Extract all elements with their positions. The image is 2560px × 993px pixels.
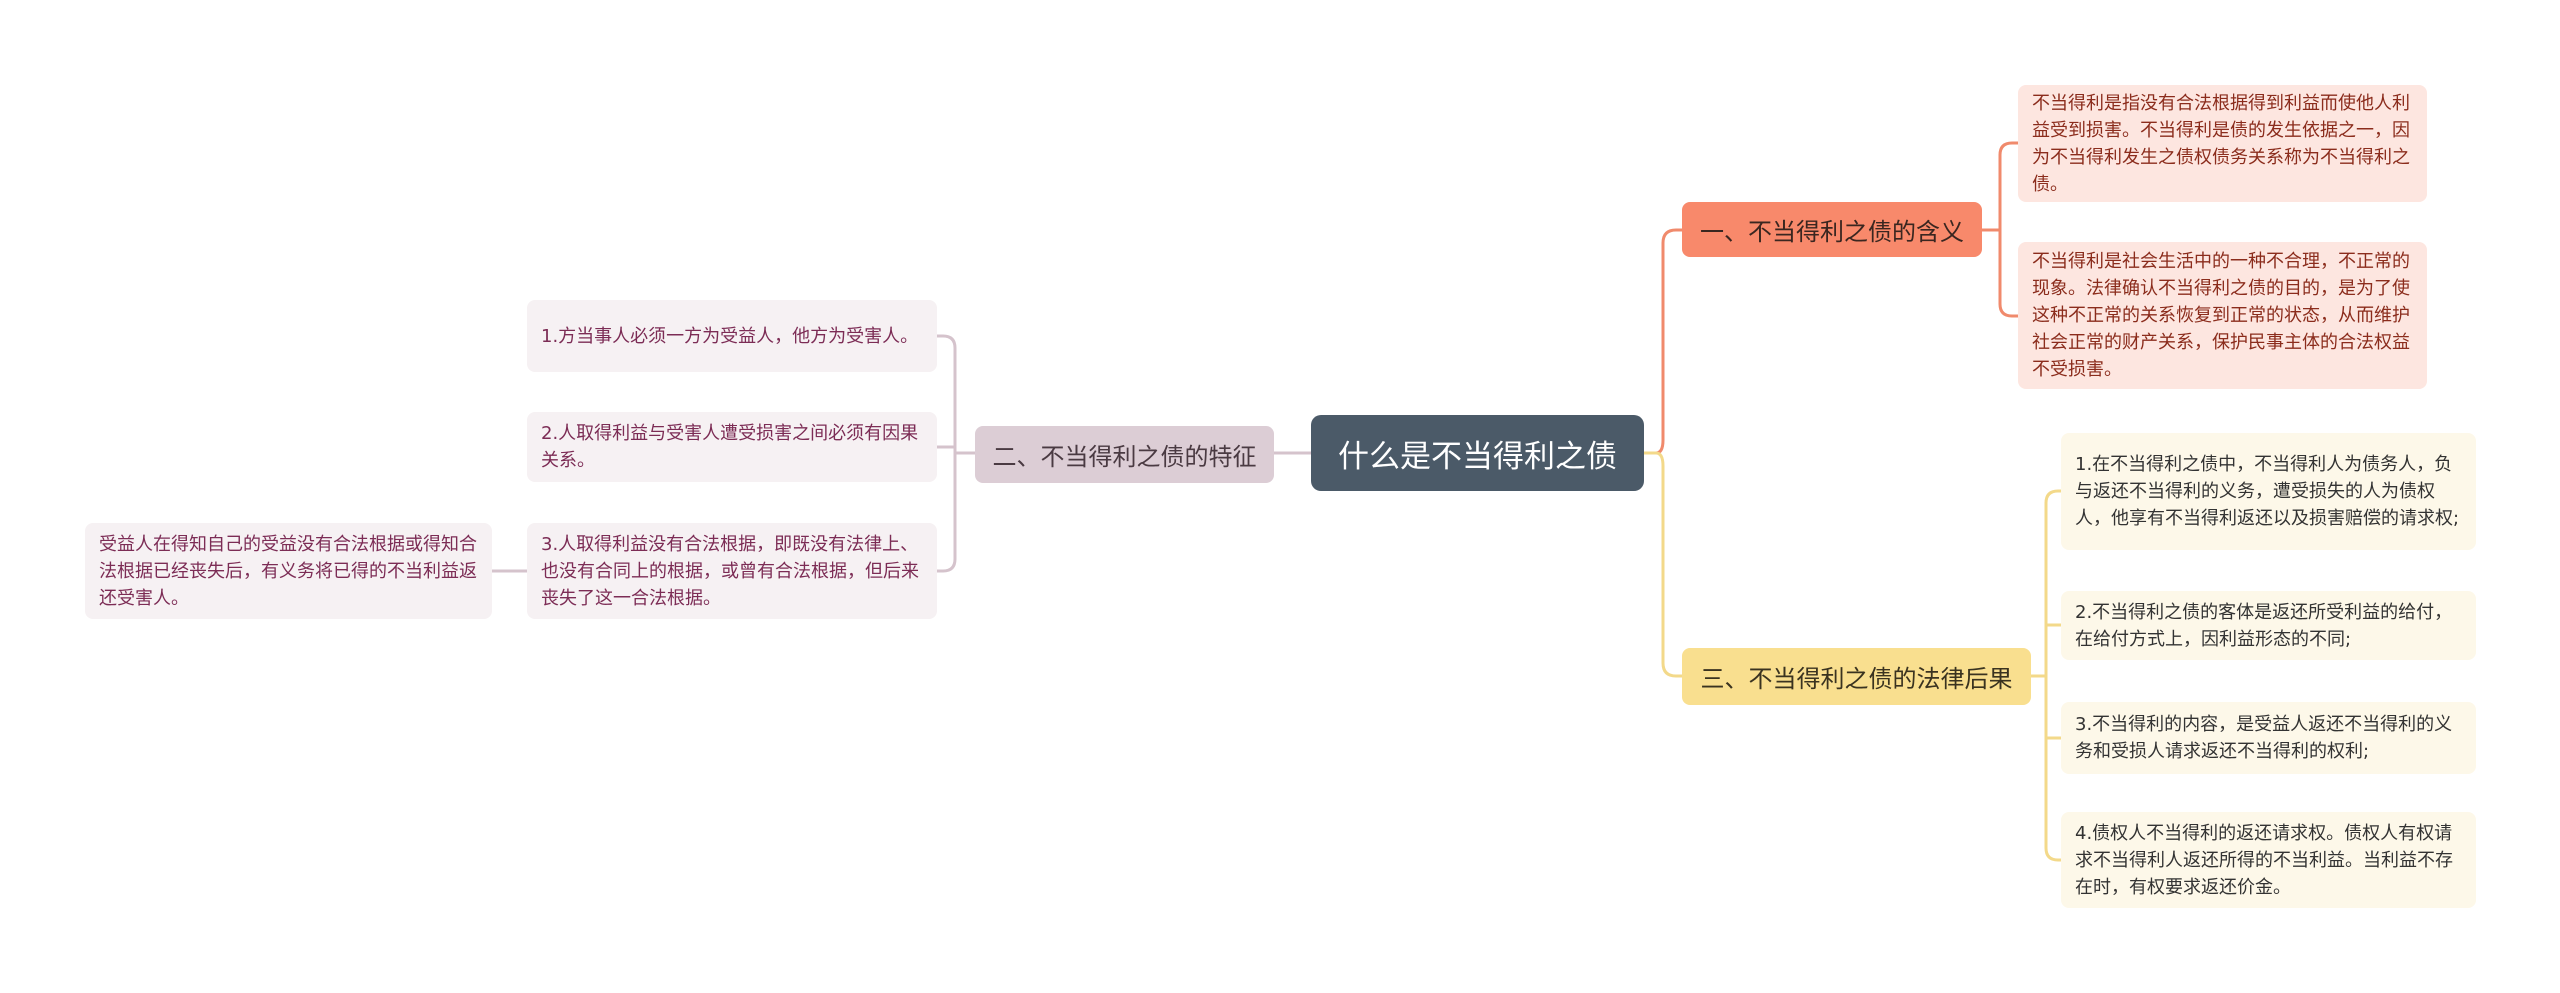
leaf-node[interactable]: 1.方当事人必须一方为受益人，他方为受害人。 bbox=[527, 300, 937, 372]
leaf-node[interactable]: 3.人取得利益没有合法根据，即既没有法律上、也没有合同上的根据，或曾有合法根据，… bbox=[527, 523, 937, 619]
branch-features[interactable]: 二、不当得利之债的特征 bbox=[975, 426, 1274, 483]
branch-label: 二、不当得利之债的特征 bbox=[992, 443, 1257, 471]
root-node[interactable]: 什么是不当得利之债 bbox=[1311, 415, 1644, 491]
leaf-node[interactable]: 不当得利是指没有合法根据得到利益而使他人利益受到损害。不当得利是债的发生依据之一… bbox=[2018, 85, 2427, 202]
root-label: 什么是不当得利之债 bbox=[1338, 438, 1617, 475]
leaf-node[interactable]: 不当得利是社会生活中的一种不合理，不正常的现象。法律确认不当得利之债的目的，是为… bbox=[2018, 242, 2427, 389]
branch-label: 一、不当得利之债的含义 bbox=[1700, 218, 1964, 246]
branch-meaning[interactable]: 一、不当得利之债的含义 bbox=[1682, 202, 1982, 257]
leaf-node[interactable]: 3.不当得利的内容，是受益人返还不当得利的义务和受损人请求返还不当得利的权利; bbox=[2061, 702, 2476, 774]
leaf-node[interactable]: 2.人取得利益与受害人遭受损害之间必须有因果关系。 bbox=[527, 412, 937, 482]
branch-label: 三、不当得利之债的法律后果 bbox=[1700, 665, 2013, 693]
leaf-node[interactable]: 4.债权人不当得利的返还请求权。债权人有权请求不当得利人返还所得的不当利益。当利… bbox=[2061, 812, 2476, 908]
leaf-node[interactable]: 2.不当得利之债的客体是返还所受利益的给付，在给付方式上，因利益形态的不同; bbox=[2061, 591, 2476, 660]
sub-leaf-node[interactable]: 受益人在得知自己的受益没有合法根据或得知合法根据已经丧失后，有义务将已得的不当利… bbox=[85, 523, 492, 619]
branch-consequences[interactable]: 三、不当得利之债的法律后果 bbox=[1682, 648, 2031, 705]
leaf-node[interactable]: 1.在不当得利之债中，不当得利人为债务人，负与返还不当得利的义务，遭受损失的人为… bbox=[2061, 433, 2476, 550]
